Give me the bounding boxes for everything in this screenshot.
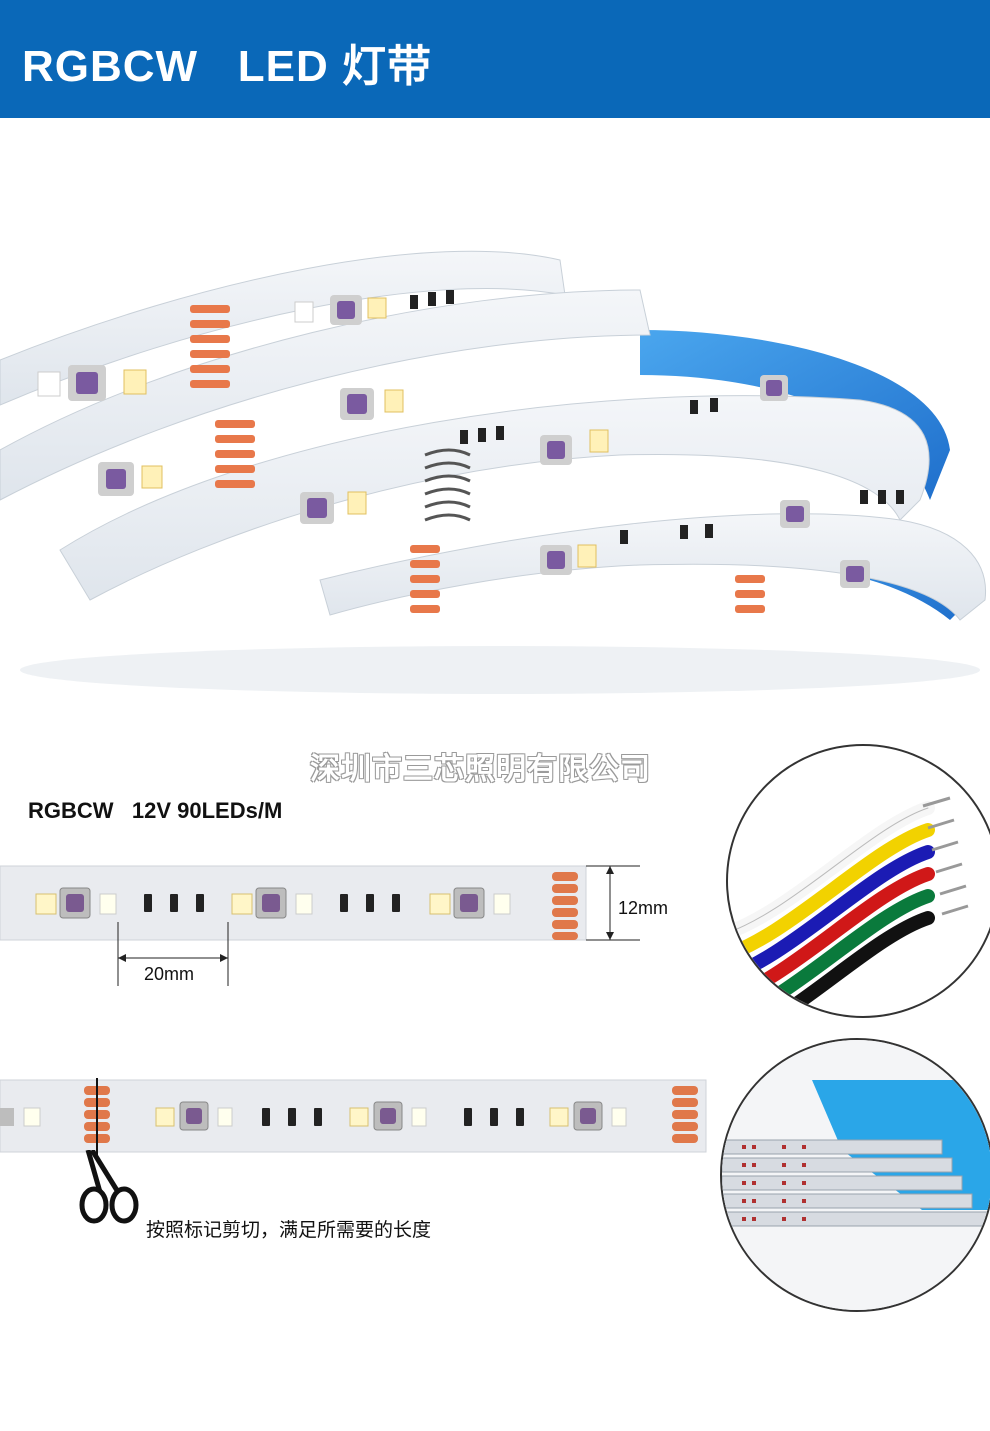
scissors-icon [79, 1150, 139, 1224]
cut-instruction-text: 按照标记剪切，满足所需要的长度 [146, 1220, 432, 1241]
adhesive-tape-illustration [722, 1040, 990, 1310]
wire-closeup-circle [726, 744, 990, 1018]
led-strip-dimension-diagram [0, 865, 640, 986]
width-dimension-label: 12mm [618, 898, 669, 918]
wire-bundle-illustration [728, 796, 969, 1016]
company-watermark: 深圳市三芯照明有限公司 [310, 753, 651, 786]
wire-5 [765, 911, 935, 1016]
led-strip-reel-photo [0, 250, 987, 694]
led-group-1 [35, 887, 117, 919]
tape-closeup-circle [720, 1038, 990, 1312]
wire-outline [728, 807, 929, 934]
pitch-dimension-label: 20mm [144, 964, 195, 984]
spec-label: RGBCW 12V 90LEDs/M [28, 798, 283, 823]
page-title: RGBCW LED 灯带 [22, 42, 432, 91]
wire-1 [728, 823, 935, 962]
led-strip-cut-diagram [0, 1078, 707, 1158]
header-banner: RGBCW LED 灯带 [0, 0, 990, 118]
